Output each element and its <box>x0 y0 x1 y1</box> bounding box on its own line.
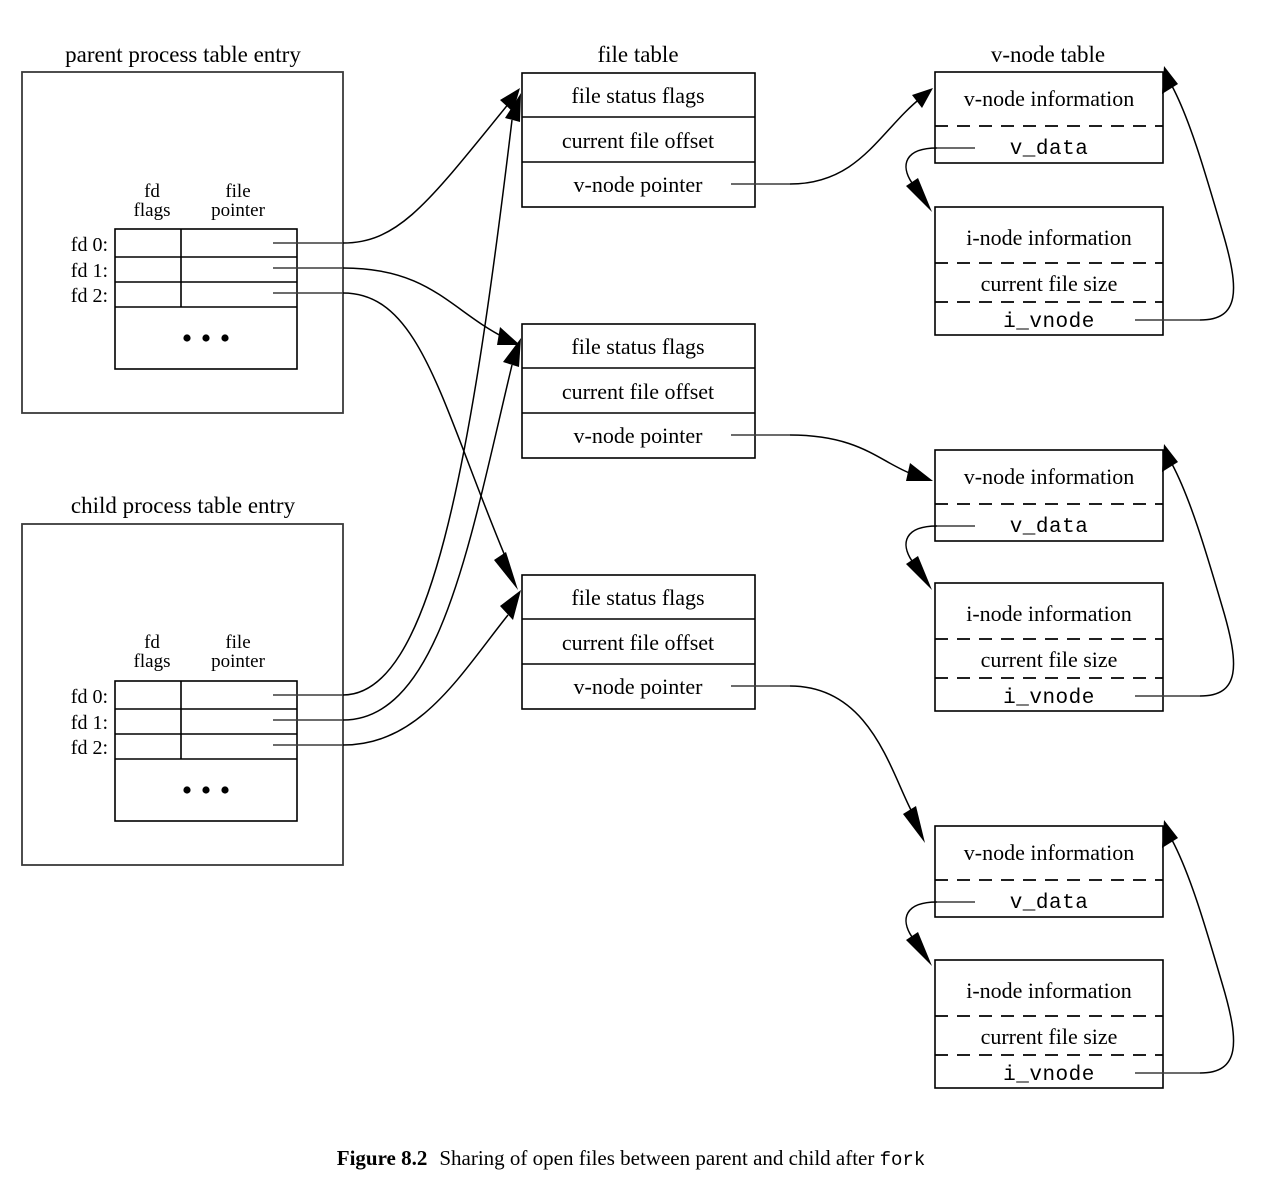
vnode-1-to-inode-1-arrowhead <box>906 178 932 212</box>
inode-2-to-vnode-2-arrowhead <box>1162 444 1178 472</box>
inode-entry-3-size: current file size <box>981 1024 1118 1049</box>
file-entry-3-vnode-arrowhead <box>903 806 925 843</box>
vnode-entry-2-vdata: v_data <box>1010 516 1089 539</box>
inode-entry-1-ivnode: i_vnode <box>1003 311 1095 334</box>
parent-fd0-arrowhead <box>500 88 520 112</box>
inode-entry-1-size: current file size <box>981 271 1118 296</box>
child-fd0-to-file-entry-1-curve <box>342 119 513 696</box>
vnode-2-to-inode-2-arrowhead <box>906 556 932 590</box>
parent-fd-label-1: fd 1: <box>71 260 108 282</box>
figure-number: Figure 8.2 <box>336 1146 428 1170</box>
vnode-entry-3-info: v-node information <box>964 840 1134 865</box>
parent-ellipsis-dot-3 <box>221 334 229 342</box>
inode-entry-2-ivnode: i_vnode <box>1003 687 1095 710</box>
file-entry-2-status-flags: file status flags <box>571 334 704 359</box>
parent-fd-label-0: fd 0: <box>71 234 108 256</box>
inode-2-to-vnode-2-curve <box>1171 463 1235 697</box>
file-entry-3-to-vnode-3-curve <box>789 685 913 813</box>
child-fd-label-0: fd 0: <box>71 686 108 708</box>
parent-fd2-to-file-entry-3-curve <box>342 292 506 557</box>
parent-fd-table <box>114 228 298 370</box>
file-entry-1-to-vnode-1-curve <box>789 96 923 185</box>
parent-fd1-to-file-entry-2-curve <box>342 267 506 339</box>
parent-process-title: parent process table entry <box>65 42 301 67</box>
inode-entry-3 <box>934 959 1164 1089</box>
child-fd-label-2: fd 2: <box>71 737 108 759</box>
child-fd-table <box>114 680 298 822</box>
child-file-pointer-header-line2: pointer <box>211 651 265 672</box>
child-fd-flags-header-line2: flags <box>134 651 171 672</box>
inode-entry-2-size: current file size <box>981 647 1118 672</box>
inode-entry-2 <box>934 582 1164 712</box>
parent-fd2-arrowhead <box>494 552 518 590</box>
file-entry-3-offset: current file offset <box>562 630 714 655</box>
parent-fd-flags-header-line1: fd <box>144 181 160 202</box>
figure-caption: Figure 8.2 Sharing of open files between … <box>0 1146 1262 1171</box>
vnode-entry-2-info: v-node information <box>964 464 1134 489</box>
inode-entry-2-info: i-node information <box>966 601 1132 626</box>
vnode-2-to-inode-2-curve <box>905 525 938 562</box>
parent-fd0-to-file-entry-1-curve <box>342 101 511 244</box>
file-table-entry-2 <box>521 323 756 459</box>
inode-3-to-vnode-3-arrowhead <box>1162 820 1178 848</box>
file-entry-3-vnode-pointer: v-node pointer <box>574 674 704 699</box>
parent-fd-flags-header-line2: flags <box>134 200 171 221</box>
file-entry-1-offset: current file offset <box>562 128 714 153</box>
vnode-1-to-inode-1-curve <box>905 147 938 184</box>
parent-ellipsis-dot-1 <box>183 334 191 342</box>
vnode-3-to-inode-3-curve <box>905 901 938 938</box>
file-entry-3-status-flags: file status flags <box>571 585 704 610</box>
file-entry-1-vnode-arrowhead <box>912 88 933 108</box>
parent-file-pointer-header-line2: pointer <box>211 200 265 221</box>
inode-entry-3-ivnode: i_vnode <box>1003 1064 1095 1087</box>
figure-caption-mono: fork <box>879 1149 926 1171</box>
file-table-entry-3 <box>521 574 756 710</box>
file-entry-1-status-flags: file status flags <box>571 83 704 108</box>
parent-fd1-arrowhead <box>497 327 520 345</box>
vnode-table-title: v-node table <box>991 42 1105 67</box>
inode-1-to-vnode-1-curve <box>1171 85 1235 321</box>
file-entry-1-vnode-pointer: v-node pointer <box>574 172 704 197</box>
inode-1-to-vnode-1-arrowhead <box>1162 66 1178 94</box>
child-fd-flags-header-line1: fd <box>144 632 160 653</box>
child-process-title: child process table entry <box>71 493 296 518</box>
vnode-entry-1-vdata: v_data <box>1010 138 1089 161</box>
file-entry-2-to-vnode-2-curve <box>789 434 913 475</box>
child-ellipsis-dot-3 <box>221 786 229 794</box>
file-entry-2-offset: current file offset <box>562 379 714 404</box>
vnode-entry-1-info: v-node information <box>964 86 1134 111</box>
parent-ellipsis-dot-2 <box>202 334 210 342</box>
child-fd2-to-file-entry-3-curve <box>342 614 509 746</box>
child-fd-label-1: fd 1: <box>71 712 108 734</box>
child-ellipsis-dot-1 <box>183 786 191 794</box>
file-table-entry-1 <box>521 72 756 208</box>
vnode-entry-3-vdata: v_data <box>1010 892 1089 915</box>
inode-entry-1 <box>934 206 1164 336</box>
parent-fd-label-2: fd 2: <box>71 285 108 307</box>
child-file-pointer-header-line1: file <box>225 632 250 653</box>
vnode-3-to-inode-3-arrowhead <box>906 932 932 966</box>
file-table-title: file table <box>597 42 678 67</box>
figure-caption-text: Sharing of open files between parent and… <box>439 1146 875 1170</box>
parent-file-pointer-header-line1: file <box>225 181 250 202</box>
file-entry-2-vnode-arrowhead <box>906 463 933 481</box>
child-ellipsis-dot-2 <box>202 786 210 794</box>
inode-entry-1-info: i-node information <box>966 225 1132 250</box>
file-entry-2-vnode-pointer: v-node pointer <box>574 423 704 448</box>
child-fd1-arrowhead <box>503 338 521 367</box>
child-fd2-arrowhead <box>500 590 521 620</box>
child-fd1-to-file-entry-2-curve <box>342 364 513 721</box>
inode-3-to-vnode-3-curve <box>1171 839 1235 1074</box>
inode-entry-3-info: i-node information <box>966 978 1132 1003</box>
child-fd0-arrowhead <box>505 93 521 122</box>
